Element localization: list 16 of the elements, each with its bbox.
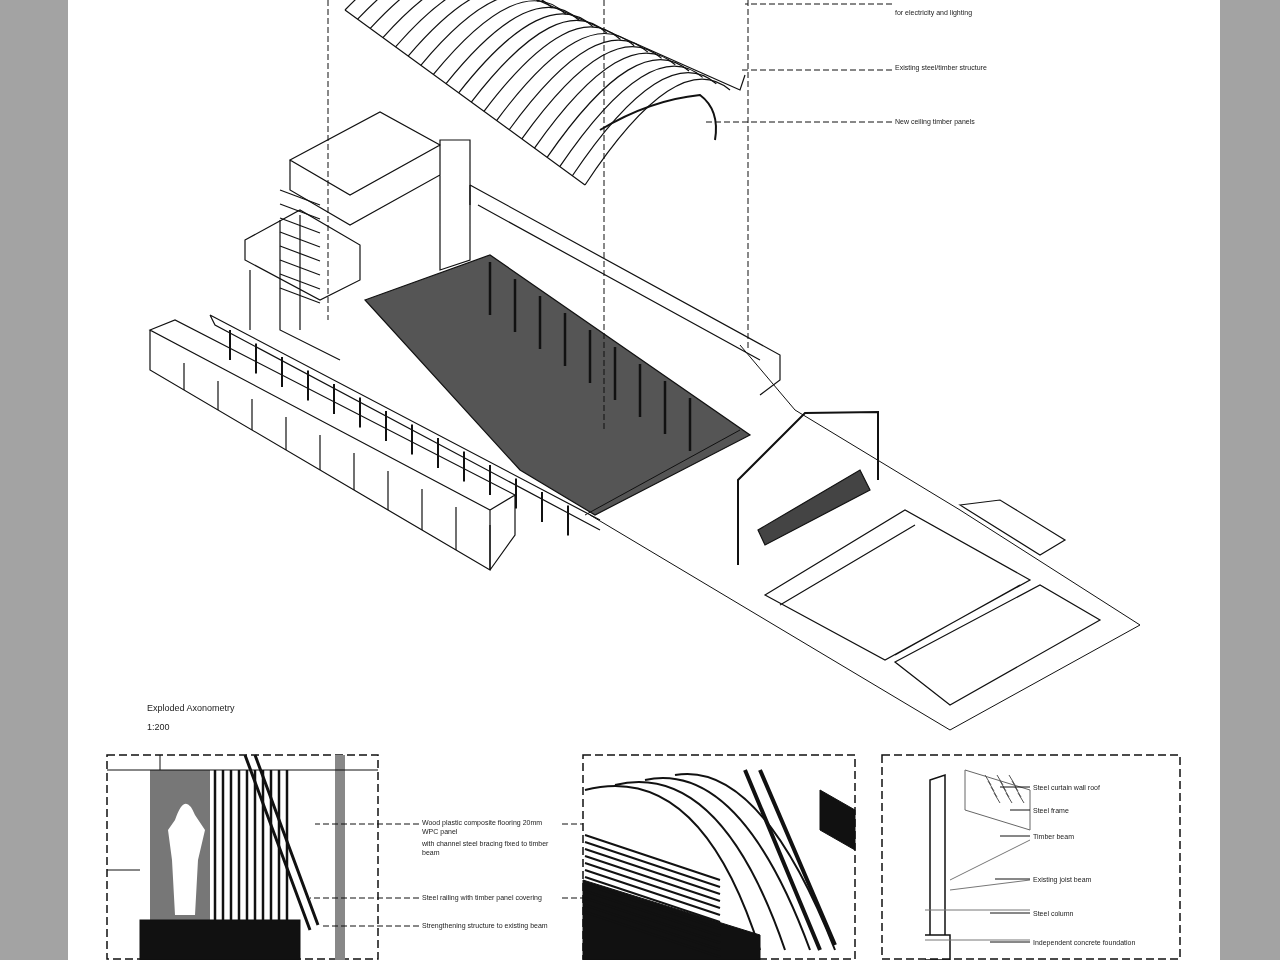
leader-line	[994, 878, 1031, 880]
leader-line	[744, 3, 893, 5]
scale-text: 1:200	[147, 722, 170, 732]
leader-line	[561, 897, 584, 899]
leader-line	[704, 121, 893, 123]
leader-line	[1009, 809, 1031, 811]
leader-line	[739, 69, 893, 71]
vault-interior-drawing	[582, 754, 856, 960]
drawing-title: Exploded Axonometry	[147, 703, 235, 713]
leader-line	[989, 941, 1031, 943]
leader-line	[989, 912, 1031, 914]
leader-line	[999, 835, 1031, 837]
leader-line	[309, 897, 420, 899]
leader-line	[561, 823, 584, 825]
leader-line	[999, 786, 1031, 788]
leader-line	[314, 823, 420, 825]
